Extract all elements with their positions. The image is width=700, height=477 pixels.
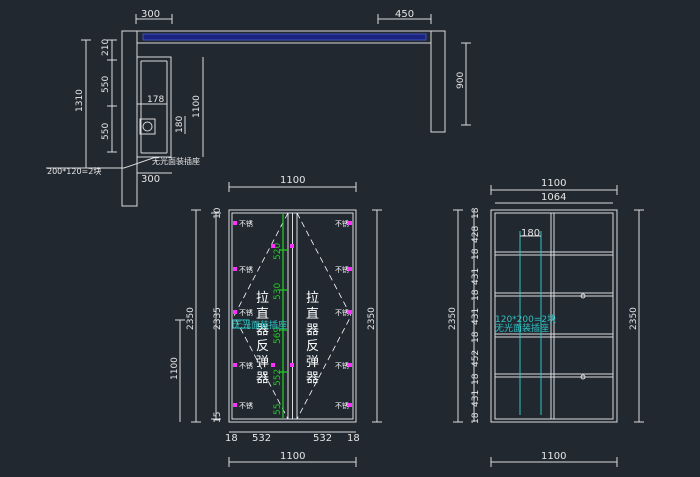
front-dim-15: 15: [213, 412, 223, 423]
svg-text:直: 直: [256, 307, 269, 322]
front-dim-bottom: 1100: [280, 451, 305, 462]
dim-180: 180: [175, 116, 185, 133]
side-note-spec: 120*200=2块: [495, 313, 556, 325]
hinges-left: 不锈 不锈 不锈 不锈 不锈: [233, 219, 253, 410]
green-dim-520: 520: [273, 243, 283, 260]
svg-text:不锈: 不锈: [335, 219, 349, 228]
side-dim-180: 180: [521, 228, 540, 239]
dim-178: 178: [147, 95, 164, 105]
front-dim-18-left: 18: [225, 433, 238, 444]
front-note-socket: 无光面装插座: [233, 319, 287, 331]
dim-bottom-300: 300: [141, 174, 160, 185]
dim-550-b: 550: [101, 123, 111, 140]
svg-text:不锈: 不锈: [335, 308, 349, 317]
green-dim-569: 569: [273, 327, 283, 344]
front-dim-2350-left: 2350: [186, 307, 196, 330]
svg-text:452: 452: [471, 350, 481, 367]
right-post: [430, 30, 446, 133]
svg-text:不锈: 不锈: [239, 308, 253, 317]
svg-text:不锈: 不锈: [335, 401, 349, 410]
left-leaf-text: 拉 直 器 反 弹 器: [256, 291, 269, 386]
svg-text:拉: 拉: [256, 291, 269, 306]
svg-text:431: 431: [471, 308, 481, 325]
hinges-right: 不锈 不锈 不锈 不锈 不锈: [335, 219, 352, 410]
socket-icon: [139, 118, 156, 135]
front-dim-2350-right: 2350: [367, 307, 377, 330]
svg-text:器: 器: [256, 323, 269, 338]
dim-top-300: 300: [141, 9, 160, 20]
side-dim-bottom: 1100: [541, 451, 566, 462]
side-dim-top-inner: 1064: [541, 192, 566, 203]
svg-text:18: 18: [471, 373, 481, 385]
dim-900: 900: [456, 72, 466, 89]
note-led-socket: 无光面装插座: [152, 156, 200, 166]
svg-text:器: 器: [306, 371, 319, 386]
side-dim-2350-right: 2350: [629, 307, 639, 330]
left-post: [121, 30, 138, 207]
svg-text:18: 18: [471, 248, 481, 260]
cabinet: [136, 56, 172, 158]
svg-text:18: 18: [471, 412, 481, 424]
front-frame: [228, 209, 357, 423]
svg-text:不锈: 不锈: [239, 219, 253, 228]
svg-text:反: 反: [256, 339, 269, 354]
side-view: 1100 1064 180 120*200=2块 无光面装插座 2350: [448, 178, 644, 467]
green-dim-530: 530: [273, 283, 283, 300]
svg-text:431: 431: [471, 390, 481, 407]
side-frame: [490, 209, 618, 423]
svg-text:18: 18: [471, 207, 481, 219]
svg-text:不锈: 不锈: [335, 265, 349, 274]
svg-text:428: 428: [471, 226, 481, 243]
dim-1310: 1310: [75, 89, 85, 112]
side-dim-top-outer: 1100: [541, 178, 566, 189]
svg-text:不锈: 不锈: [239, 265, 253, 274]
svg-text:18: 18: [471, 289, 481, 301]
svg-text:弹: 弹: [256, 355, 269, 370]
front-dim-1100-lower: 1100: [170, 357, 180, 380]
green-dim-55: 55: [273, 404, 283, 415]
svg-text:器: 器: [256, 371, 269, 386]
front-dim-10: 10: [213, 207, 223, 219]
svg-text:弹: 弹: [306, 355, 319, 370]
svg-text:431: 431: [471, 268, 481, 285]
front-dim-532-right: 532: [313, 433, 332, 444]
svg-text:器: 器: [306, 323, 319, 338]
svg-text:反: 反: [306, 339, 319, 354]
front-dim-18-right: 18: [347, 433, 360, 444]
svg-text:18: 18: [471, 331, 481, 343]
green-dim-552: 552: [273, 369, 283, 386]
front-dim-532-left: 532: [252, 433, 271, 444]
svg-text:直: 直: [306, 307, 319, 322]
dim-210: 210: [101, 39, 111, 56]
dim-550-a: 550: [101, 76, 111, 93]
top-view: 300 450 178 180 1310: [46, 9, 471, 207]
svg-text:拉: 拉: [306, 291, 319, 306]
front-dim-top: 1100: [280, 175, 305, 186]
svg-text:不锈: 不锈: [239, 401, 253, 410]
front-view: 1100 520 530 569 552 55 不锈 不锈 不锈 不锈 不锈 不: [170, 175, 382, 467]
note-spec: 200*120=2块: [47, 166, 101, 176]
dim-1100-top: 1100: [192, 95, 202, 118]
right-leaf-text: 拉 直 器 反 弹 器: [306, 291, 319, 386]
dim-top-450: 450: [395, 9, 414, 20]
svg-text:不锈: 不锈: [239, 361, 253, 370]
front-dim-2335: 2335: [213, 307, 223, 330]
svg-text:不锈: 不锈: [335, 361, 349, 370]
side-dim-2350-left: 2350: [448, 307, 458, 330]
side-note-socket: 无光面装插座: [495, 322, 549, 334]
